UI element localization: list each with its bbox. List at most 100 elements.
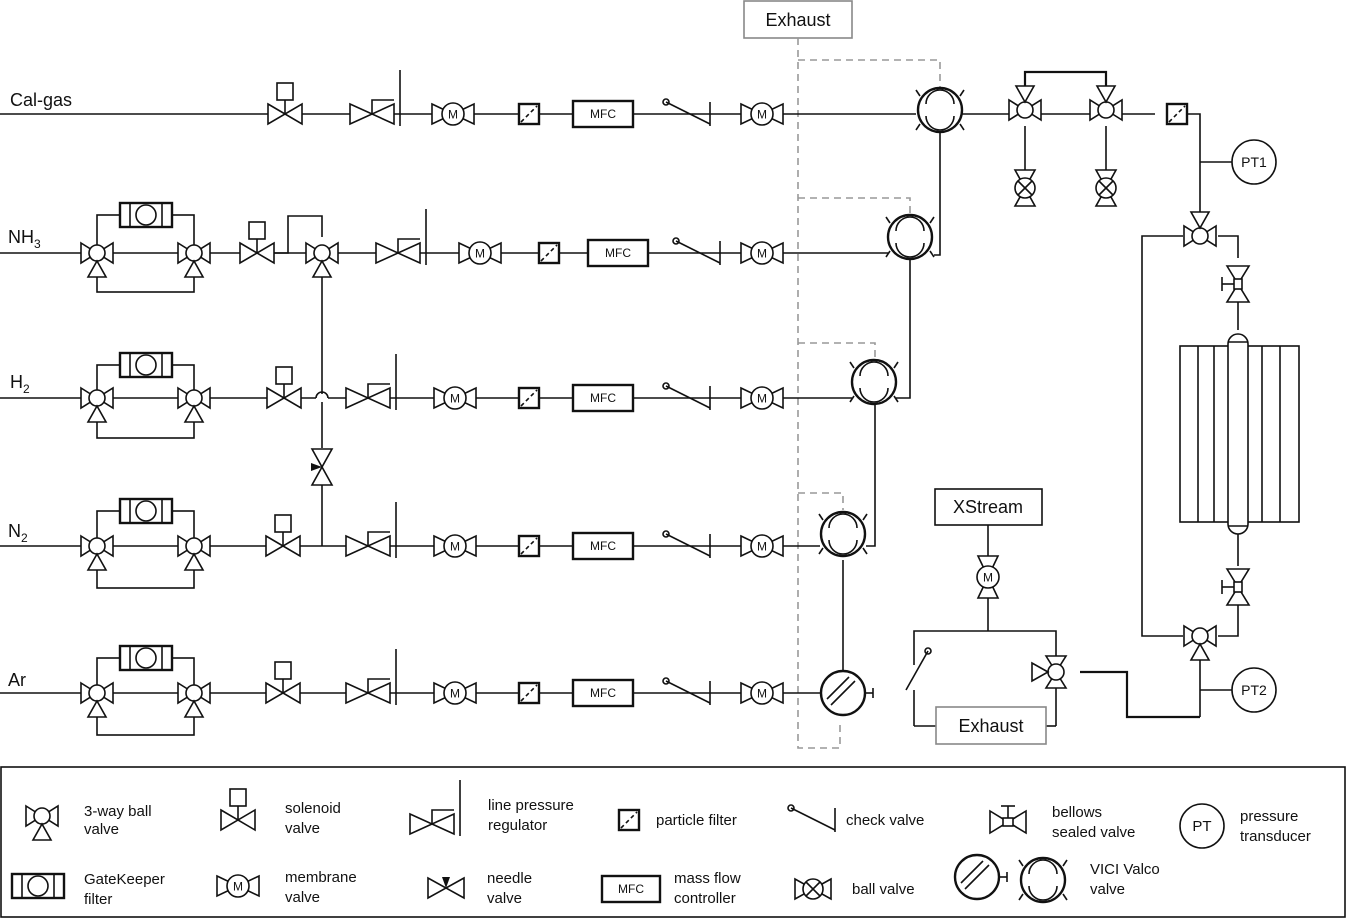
vici-valve-icon [817,510,869,558]
legend-pt-symbol: PT [1192,818,1211,835]
pt1-label: PT1 [1241,154,1267,170]
gatekeeper-filter-icon [118,201,174,229]
legend-check-valve-icon [787,804,836,833]
mfc-box [571,531,635,561]
three-way-ball-valve-icon [80,535,114,571]
legend-mfc-icon [600,874,662,904]
legend-label: controller [674,890,736,907]
exhaust-dashed-line [797,38,841,749]
mfc-box [571,99,635,129]
legend-mfc-label: MFC [618,882,644,896]
legend-label: 3-way ball [84,803,152,820]
pressure-regulator-icon [349,69,401,127]
solenoid-valve-icon [267,82,303,125]
check-valve-icon [662,530,711,559]
membrane-label: M [983,571,993,585]
reactor-tube [1227,333,1249,535]
particle-filter-icon [517,386,541,410]
xstream-label: XStream [953,497,1023,517]
cal-gas-label: Cal-gas [10,90,72,110]
legend-ball-valve-icon [794,878,832,900]
ball-valve-icon [1014,169,1036,207]
legend-pressure-regulator-icon [409,779,461,837]
exhaust-top-box [743,0,853,39]
legend-label: VICI Valco [1090,861,1160,878]
legend-label: pressure [1240,808,1298,825]
bellows-sealed-valve-icon [1221,568,1250,606]
exhaust-bottom-label: Exhaust [958,716,1023,736]
ball-valve-icon [1095,169,1117,207]
solenoid-valve-icon [266,366,302,409]
mfc-label: MFC [590,539,616,553]
legend-label: valve [1090,881,1125,898]
three-way-ball-valve-icon [80,242,114,278]
mfc-box [586,238,650,268]
three-way-ball-valve-icon [177,242,211,278]
three-way-ball-valve-icon [80,682,114,718]
legend-label: check valve [846,812,924,829]
bellows-sealed-valve-icon [1221,265,1250,303]
membrane-label: M [757,247,767,261]
nh3-label: NH3 [8,227,41,251]
legend-label: valve [487,890,522,907]
membrane-label: M [757,687,767,701]
legend-label: GateKeeper [84,871,165,888]
solenoid-valve-icon [265,514,301,557]
particle-filter-icon [1165,102,1189,126]
xstream-box [934,488,1043,526]
solenoid-valve-icon [239,221,275,264]
mfc-label: MFC [605,246,631,260]
gatekeeper-filter-icon [118,497,174,525]
h2-label: H2 [10,372,30,396]
legend-label: valve [84,821,119,838]
legend-label: particle filter [656,812,737,829]
gatekeeper-filter-icon [118,644,174,672]
legend-label: valve [285,889,320,906]
particle-filter-icon [517,681,541,705]
legend-label: solenoid [285,800,341,817]
pressure-regulator-icon [345,648,397,706]
vici-valve-icon [914,86,966,134]
vici-two-position-valve-icon [819,669,875,717]
legend-particle-filter-icon [617,808,641,832]
mfc-label: MFC [590,107,616,121]
mfc-box [571,678,635,708]
legend-pressure-transducer-icon [1179,803,1225,849]
pt1-circle [1231,139,1277,185]
membrane-label: M [450,687,460,701]
mfc-label: MFC [590,686,616,700]
membrane-label: M [448,108,458,122]
legend-label: membrane [285,869,357,886]
check-valve-icon [662,677,711,706]
legend-bellows-sealed-valve-icon [989,805,1027,834]
vici-valve-icon [884,213,936,261]
three-way-ball-valve-icon [177,682,211,718]
legend-label: transducer [1240,828,1311,845]
three-way-ball-valve-icon [1031,655,1067,689]
particle-filter-icon [537,241,561,265]
three-way-ball-valve-icon [177,387,211,423]
membrane-label: M [757,540,767,554]
three-way-ball-valve-icon [1183,211,1217,247]
mfc-box [571,383,635,413]
three-way-ball-valve-icon [1089,85,1123,121]
legend-label: line pressure [488,797,574,814]
three-way-ball-valve-icon [80,387,114,423]
needle-valve-icon [310,448,333,486]
gatekeeper-filter-icon [118,351,174,379]
legend-label: regulator [488,817,547,834]
check-valve-icon [662,98,711,127]
legend-label: sealed valve [1052,824,1135,841]
particle-filter-icon [517,102,541,126]
legend-label: bellows [1052,804,1102,821]
legend-gatekeeper-filter-icon [10,872,66,900]
legend-label: mass flow [674,870,741,887]
legend-label: valve [285,820,320,837]
three-way-ball-valve-icon [1008,85,1042,121]
three-way-ball-valve-icon [177,535,211,571]
membrane-label: M [450,392,460,406]
n2-label: N2 [8,521,28,545]
check-valve-icon [662,382,711,411]
legend-label: needle [487,870,532,887]
